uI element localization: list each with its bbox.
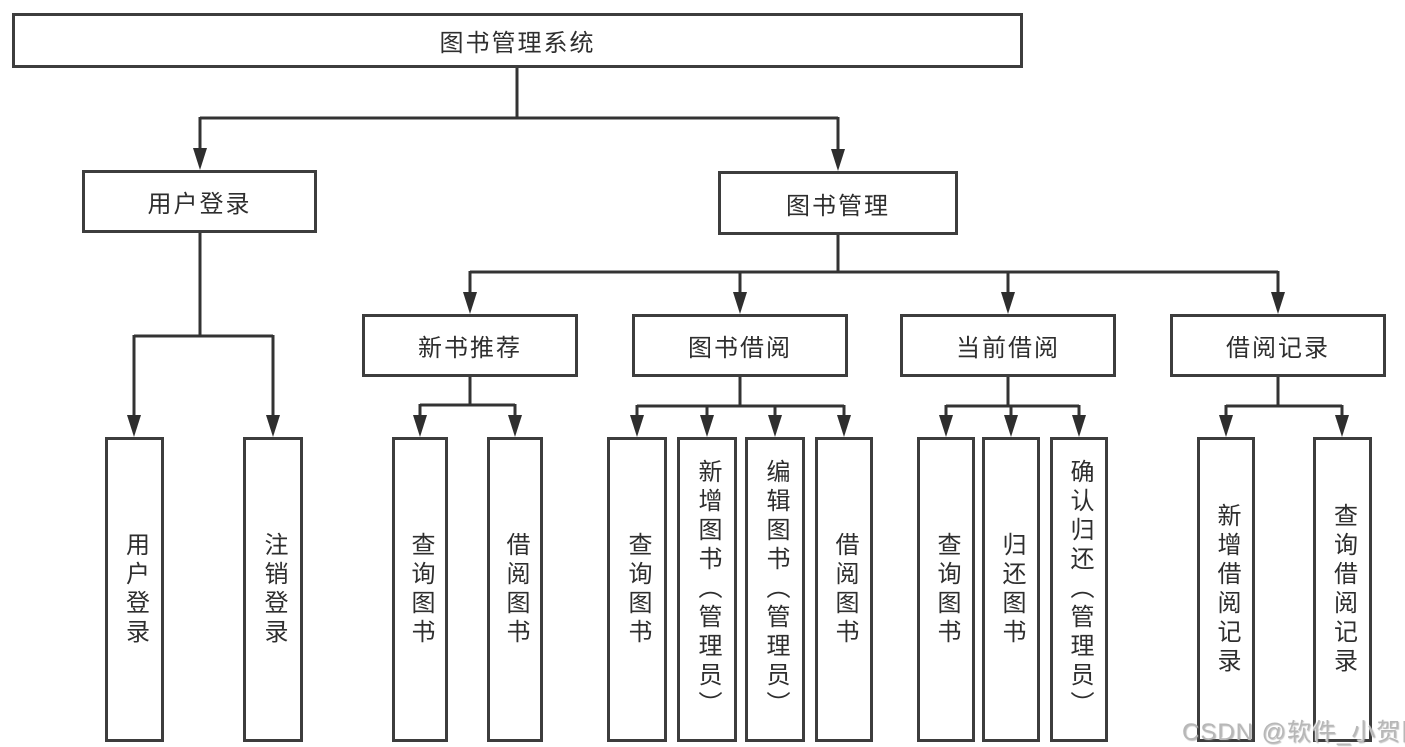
node-leaf-confirm-return-admin-label: 确认归还（管理员） xyxy=(1066,459,1093,720)
node-current-borrowing-label: 当前借阅 xyxy=(956,335,1060,362)
node-borrowing-records: 借阅记录 xyxy=(1170,314,1386,377)
node-leaf-query-book-2: 查询图书 xyxy=(607,437,667,742)
node-leaf-confirm-return-admin: 确认归还（管理员） xyxy=(1050,437,1108,742)
node-leaf-add-book-admin-label: 新增图书（管理员） xyxy=(694,459,721,720)
node-leaf-query-borrow-record-label: 查询借阅记录 xyxy=(1329,502,1357,677)
node-leaf-edit-book-admin: 编辑图书（管理员） xyxy=(745,437,805,742)
node-leaf-borrow-book-2-label: 借阅图书 xyxy=(831,531,858,648)
node-leaf-logout-label: 注销登录 xyxy=(260,531,287,648)
node-leaf-user-login-label: 用户登录 xyxy=(121,531,149,648)
node-leaf-query-book-3: 查询图书 xyxy=(917,437,975,742)
node-leaf-query-borrow-record: 查询借阅记录 xyxy=(1313,437,1372,742)
node-user-login: 用户登录 xyxy=(82,170,317,233)
node-leaf-add-book-admin: 新增图书（管理员） xyxy=(677,437,737,742)
node-leaf-return-book: 归还图书 xyxy=(982,437,1040,742)
node-borrowing-records-label: 借阅记录 xyxy=(1226,335,1330,362)
node-library-system: 图书管理系统 xyxy=(12,13,1023,68)
node-leaf-query-book-1: 查询图书 xyxy=(392,437,448,742)
node-book-management-label: 图书管理 xyxy=(786,192,890,220)
node-leaf-user-login: 用户登录 xyxy=(105,437,164,742)
node-book-management: 图书管理 xyxy=(718,171,958,235)
node-book-borrowing: 图书借阅 xyxy=(632,314,848,377)
node-leaf-borrow-book-1: 借阅图书 xyxy=(487,437,543,742)
node-leaf-add-borrow-record: 新增借阅记录 xyxy=(1197,437,1255,742)
arrowheads xyxy=(127,148,1349,437)
connector-strokes xyxy=(132,68,1344,416)
node-leaf-edit-book-admin-label: 编辑图书（管理员） xyxy=(762,459,789,720)
node-leaf-borrow-book-1-label: 借阅图书 xyxy=(502,531,529,648)
node-library-system-label: 图书管理系统 xyxy=(439,30,596,57)
node-leaf-borrow-book-2: 借阅图书 xyxy=(815,437,873,742)
node-leaf-return-book-label: 归还图书 xyxy=(998,531,1025,648)
node-user-login-label: 用户登录 xyxy=(147,191,252,218)
node-leaf-add-borrow-record-label: 新增借阅记录 xyxy=(1213,502,1240,677)
csdn-watermark: CSDN @软件_小贺同学 xyxy=(1182,719,1405,746)
node-leaf-logout: 注销登录 xyxy=(243,437,303,742)
node-current-borrowing: 当前借阅 xyxy=(900,314,1116,377)
node-new-book-recommend: 新书推荐 xyxy=(362,314,578,377)
node-new-book-recommend-label: 新书推荐 xyxy=(418,335,522,362)
node-leaf-query-book-1-label: 查询图书 xyxy=(407,531,434,648)
node-leaf-query-book-3-label: 查询图书 xyxy=(933,531,960,648)
node-book-borrowing-label: 图书借阅 xyxy=(688,335,792,362)
node-leaf-query-book-2-label: 查询图书 xyxy=(624,531,651,648)
